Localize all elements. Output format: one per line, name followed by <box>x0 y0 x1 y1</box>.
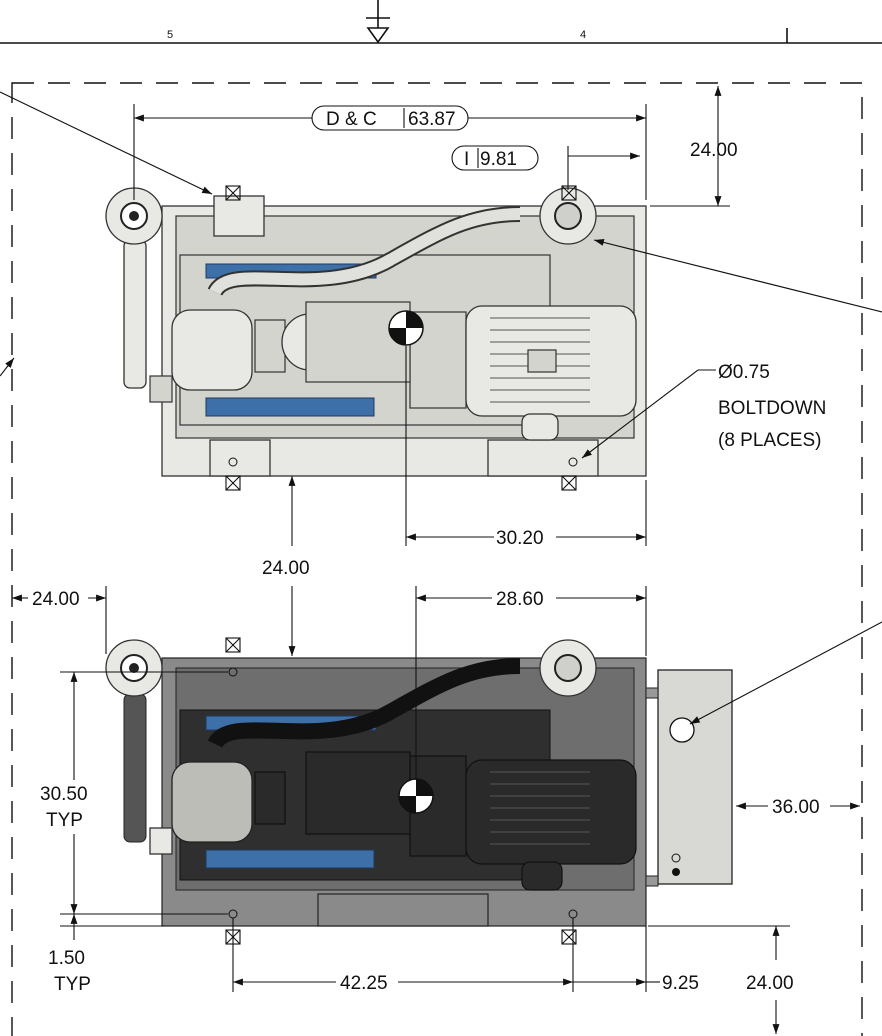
control-panel-light-icon <box>671 853 681 863</box>
control-panel-port-icon <box>669 717 695 743</box>
boltdown-diameter: Ø0.75 <box>718 362 770 383</box>
dim-hole-spacing-y: 30.50 <box>40 784 88 805</box>
zone-label-5: 5 <box>167 29 173 41</box>
top-outlet-flange <box>539 187 597 245</box>
top-left-pipe <box>123 239 147 389</box>
control-panel-switch-icon <box>672 868 680 876</box>
top-bolt-hole-right <box>568 457 578 467</box>
leader-line <box>593 239 882 313</box>
dim-hole-spacing-y-note: TYP <box>46 810 83 831</box>
dim-edge-offset: 1.50 <box>48 948 85 969</box>
center-mark-icon <box>366 0 390 44</box>
top-left-pipe-elbow <box>149 375 173 403</box>
dim-bottom-clearance: 24.00 <box>746 973 794 994</box>
dim-i-value: 9.81 <box>480 149 517 170</box>
bottom-outlet-flange <box>539 639 597 697</box>
dim-top-center-to-edge: 30.20 <box>496 528 544 549</box>
leader-line <box>0 357 15 377</box>
top-pump-head <box>171 309 253 391</box>
bottom-inlet-flange <box>105 639 163 697</box>
dim-bottom-left-clearance: 24.00 <box>32 589 80 610</box>
bottom-bolt-hole-top-left <box>228 667 238 677</box>
bottom-pump-neck <box>254 771 286 825</box>
bottom-pump-head <box>171 761 253 843</box>
bottom-motor-body <box>465 759 637 865</box>
bottom-hose <box>207 658 521 749</box>
top-inlet-flange <box>105 187 163 245</box>
top-motor-foot <box>521 413 559 441</box>
top-motor-junction-box <box>527 349 557 373</box>
top-bolt-hole-left <box>228 457 238 467</box>
top-bolt-hole-marks <box>225 185 577 491</box>
boltdown-leader <box>581 369 716 459</box>
top-hose <box>209 208 521 296</box>
dim-top-clearance: 24.00 <box>690 140 738 161</box>
top-pump-neck <box>254 319 286 373</box>
boltdown-qty: (8 PLACES) <box>718 430 821 451</box>
dim-between-views: 24.00 <box>262 558 310 579</box>
dim-callout-frame <box>311 105 469 131</box>
dim-hole-spacing-x: 42.25 <box>340 973 388 994</box>
dim-d-c-value: 63.87 <box>408 109 456 130</box>
top-center-of-gravity-icon <box>388 310 424 346</box>
dim-hole-to-edge: 9.25 <box>662 973 699 994</box>
dim-panel-clearance: 36.00 <box>772 797 820 818</box>
dim-i-label: I <box>464 149 469 170</box>
control-panel-bracket-top <box>645 687 659 699</box>
dim-bottom-center-to-edge: 28.60 <box>496 589 544 610</box>
top-foot-left <box>209 439 271 477</box>
bottom-center-of-gravity-icon <box>398 778 434 814</box>
top-small-box <box>213 195 265 237</box>
bottom-foot-center <box>317 893 489 927</box>
bottom-left-pipe-elbow <box>149 827 173 855</box>
clearance-boundary <box>11 82 863 1036</box>
top-view <box>105 185 647 491</box>
bottom-banner-lower <box>205 849 375 869</box>
top-gear-housing <box>305 301 411 383</box>
dim-edge-offset-note: TYP <box>54 974 91 995</box>
dim-d-c-label: D & C <box>326 109 377 130</box>
boltdown-text: BOLTDOWN <box>718 398 826 419</box>
top-banner-lower <box>205 397 375 417</box>
leader-line <box>0 91 213 195</box>
top-foot-right <box>487 439 599 477</box>
bottom-motor-foot <box>521 861 563 891</box>
bottom-bolt-hole-marks <box>225 637 577 945</box>
zone-label-4: 4 <box>580 29 586 41</box>
bottom-view <box>105 637 733 945</box>
bottom-gear-housing <box>305 751 411 835</box>
dim-i-callout-frame <box>451 145 539 171</box>
bottom-left-pipe <box>123 693 147 843</box>
control-panel <box>657 669 733 885</box>
leader-line <box>689 621 882 725</box>
control-panel-bracket-bottom <box>645 875 659 887</box>
